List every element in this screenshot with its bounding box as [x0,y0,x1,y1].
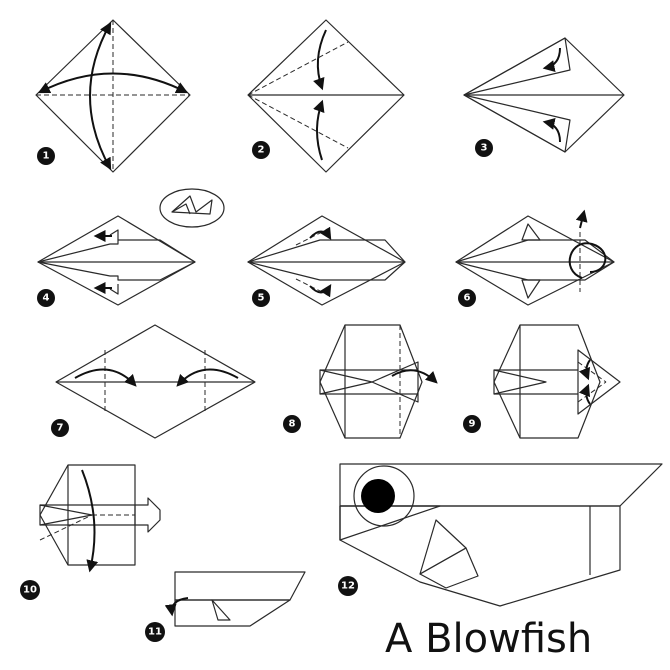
step-11-diagram [164,571,306,627]
step-1-number: 1 [43,151,50,162]
step-4-number: 4 [43,293,50,304]
step-8-diagram [319,324,438,439]
fish-eye [361,479,395,513]
step-8-number: 8 [289,419,296,430]
step-4-diagram [37,188,225,306]
step-9-number: 9 [469,419,476,430]
step-badges: 1 2 3 4 5 6 7 8 9 10 11 12 [20,139,493,642]
step-12-number: 12 [341,581,355,592]
step-7-diagram [55,324,256,439]
step-3-number: 3 [481,143,488,154]
diagram-title: A Blowfish [385,616,592,662]
step-2-diagram [247,19,405,173]
step-12-diagram [339,463,663,607]
step-5-diagram [247,215,406,306]
step-10-number: 10 [23,585,37,596]
step-2-number: 2 [258,145,265,156]
step-3-diagram [463,37,625,153]
step-11-number: 11 [148,627,162,638]
step-10-diagram [39,464,161,573]
step-6-diagram [455,209,615,306]
step-7-number: 7 [57,423,64,434]
step-1-diagram [35,19,191,173]
step-9-diagram [493,324,621,439]
step-6-number: 6 [464,293,471,304]
step-5-number: 5 [258,293,265,304]
